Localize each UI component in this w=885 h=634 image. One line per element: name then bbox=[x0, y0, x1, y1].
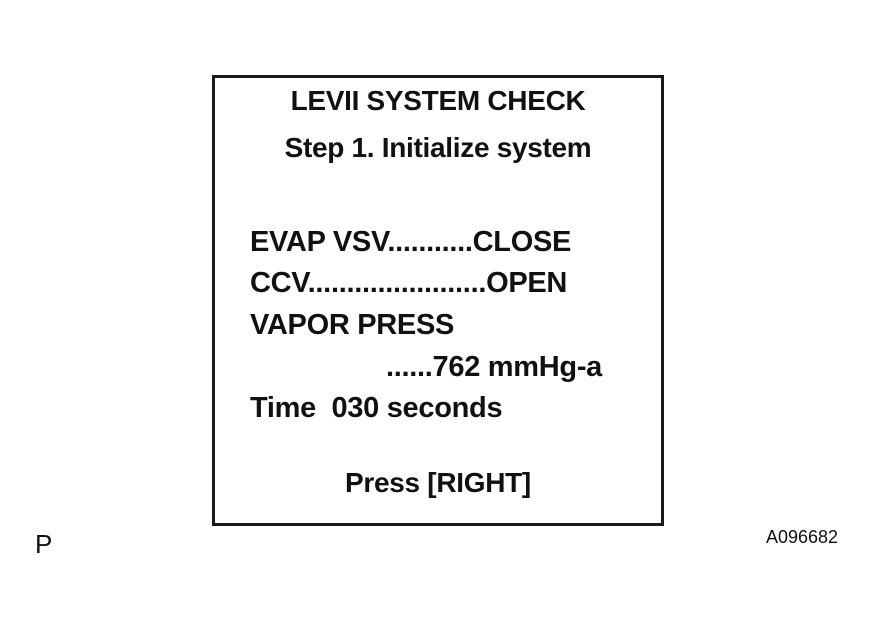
tester-display-screen: LEVII SYSTEM CHECK Step 1. Initialize sy… bbox=[212, 75, 664, 526]
evap-vsv-status: EVAP VSV...........CLOSE bbox=[250, 226, 572, 258]
step-label: Step 1. Initialize system bbox=[284, 132, 592, 163]
ccv-status: CCV.......................OPEN bbox=[250, 267, 568, 299]
vapor-press-value: ......762 mmHg-a bbox=[386, 351, 602, 383]
figure-id: A096682 bbox=[766, 527, 839, 547]
corner-mark: P bbox=[35, 529, 53, 559]
vapor-press-label: VAPOR PRESS bbox=[250, 309, 455, 341]
screen-title: LEVII SYSTEM CHECK bbox=[290, 85, 586, 116]
press-right-prompt: Press [RIGHT] bbox=[345, 467, 531, 498]
time-remaining: Time 030 seconds bbox=[250, 392, 503, 424]
